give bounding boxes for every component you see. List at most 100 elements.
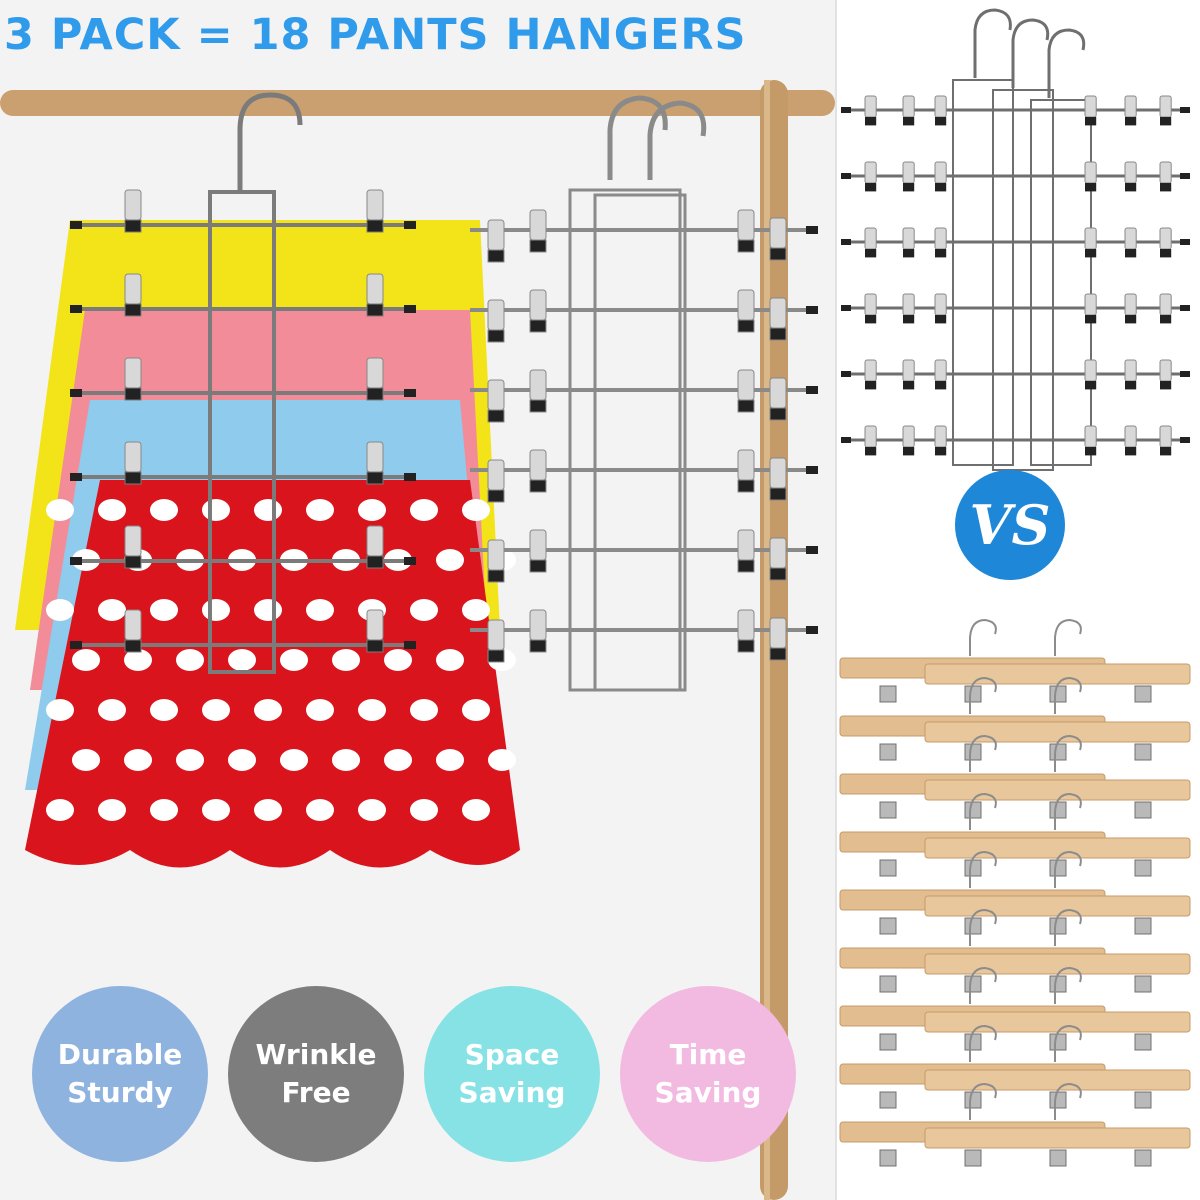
clip-icon bbox=[1124, 359, 1137, 390]
feature-label: Saving bbox=[458, 1076, 566, 1109]
clip-icon bbox=[487, 299, 505, 343]
clip-icon bbox=[1159, 95, 1172, 126]
clip-icon bbox=[366, 609, 384, 653]
product-scene bbox=[0, 70, 835, 1200]
clip-icon bbox=[737, 609, 755, 653]
clip-icon bbox=[902, 425, 915, 456]
clip-icon bbox=[366, 525, 384, 569]
wooden-clip-hanger-icon bbox=[839, 1082, 1191, 1167]
clip-icon bbox=[769, 377, 787, 421]
clip-icon bbox=[934, 95, 947, 126]
clip-icon bbox=[124, 357, 142, 401]
clip-icon bbox=[934, 359, 947, 390]
wooden-hanger-stack bbox=[839, 618, 1191, 1167]
metal-tier-hanger-icon bbox=[70, 92, 416, 674]
clip-icon bbox=[487, 619, 505, 663]
clip-icon bbox=[487, 539, 505, 583]
clip-icon bbox=[487, 379, 505, 423]
feature-badge-space: Space Saving bbox=[424, 986, 600, 1162]
clip-icon bbox=[124, 525, 142, 569]
clip-icon bbox=[366, 189, 384, 233]
vs-badge: VS bbox=[955, 470, 1065, 580]
clip-icon bbox=[1159, 227, 1172, 258]
clip-icon bbox=[737, 449, 755, 493]
clip-icon bbox=[1124, 293, 1137, 324]
clip-icon bbox=[366, 273, 384, 317]
clip-icon bbox=[1084, 227, 1097, 258]
feature-label: Free bbox=[281, 1076, 351, 1109]
feature-label: Saving bbox=[654, 1076, 762, 1109]
clip-icon bbox=[487, 219, 505, 263]
clip-icon bbox=[124, 273, 142, 317]
clip-icon bbox=[737, 369, 755, 413]
skirt-icon bbox=[15, 220, 520, 868]
clip-icon bbox=[769, 297, 787, 341]
feature-label: Wrinkle bbox=[255, 1038, 377, 1071]
feature-label: Durable bbox=[57, 1038, 183, 1071]
clip-icon bbox=[1124, 95, 1137, 126]
feature-badge-wrinkle: Wrinkle Free bbox=[228, 986, 404, 1162]
clip-icon bbox=[1084, 293, 1097, 324]
clip-icon bbox=[1159, 293, 1172, 324]
wooden-clip-hanger-icon bbox=[839, 734, 1191, 819]
clip-icon bbox=[737, 289, 755, 333]
clip-icon bbox=[769, 537, 787, 581]
feature-badge-durable: Durable Sturdy bbox=[32, 986, 208, 1162]
clip-icon bbox=[1084, 425, 1097, 456]
divider bbox=[835, 0, 837, 1200]
wooden-clip-hanger-icon bbox=[839, 850, 1191, 935]
metal-hanger-stack bbox=[841, 8, 1190, 471]
comparison-panel bbox=[835, 0, 1200, 1200]
feature-label: Sturdy bbox=[67, 1076, 173, 1109]
clip-icon bbox=[1124, 161, 1137, 192]
clip-icon bbox=[366, 441, 384, 485]
clip-icon bbox=[124, 189, 142, 233]
clothing-rack-illustration bbox=[0, 80, 835, 1200]
clip-icon bbox=[529, 209, 547, 253]
clip-icon bbox=[1084, 359, 1097, 390]
feature-label: Space bbox=[464, 1038, 560, 1071]
clip-icon bbox=[1084, 95, 1097, 126]
clip-icon bbox=[864, 227, 877, 258]
bamboo-rail bbox=[0, 90, 835, 116]
clip-icon bbox=[902, 227, 915, 258]
clip-icon bbox=[864, 425, 877, 456]
clip-icon bbox=[529, 449, 547, 493]
clip-icon bbox=[1159, 359, 1172, 390]
clip-icon bbox=[864, 95, 877, 126]
clip-icon bbox=[1124, 425, 1137, 456]
clip-icon bbox=[934, 425, 947, 456]
clip-icon bbox=[1084, 161, 1097, 192]
clip-icon bbox=[864, 161, 877, 192]
clip-icon bbox=[934, 293, 947, 324]
clip-icon bbox=[902, 95, 915, 126]
clip-icon bbox=[864, 359, 877, 390]
clip-icon bbox=[529, 369, 547, 413]
clip-icon bbox=[769, 617, 787, 661]
clip-icon bbox=[1124, 227, 1137, 258]
clip-icon bbox=[737, 529, 755, 573]
clip-icon bbox=[487, 459, 505, 503]
clip-icon bbox=[124, 441, 142, 485]
clip-icon bbox=[769, 217, 787, 261]
clip-icon bbox=[124, 609, 142, 653]
clip-icon bbox=[366, 357, 384, 401]
clip-icon bbox=[1159, 161, 1172, 192]
clip-icon bbox=[934, 227, 947, 258]
wooden-clip-hanger-icon bbox=[839, 618, 1191, 703]
clip-icon bbox=[934, 161, 947, 192]
clip-icon bbox=[902, 293, 915, 324]
feature-label: Time bbox=[669, 1038, 747, 1071]
clip-icon bbox=[902, 161, 915, 192]
clip-icon bbox=[737, 209, 755, 253]
clip-icon bbox=[769, 457, 787, 501]
headline: 3 PACK = 18 PANTS HANGERS bbox=[4, 10, 747, 60]
clip-icon bbox=[902, 359, 915, 390]
clip-icon bbox=[864, 293, 877, 324]
clip-icon bbox=[1159, 425, 1172, 456]
feature-badge-time: Time Saving bbox=[620, 986, 796, 1162]
metal-tier-hanger-icon-group bbox=[470, 95, 818, 692]
clip-icon bbox=[529, 289, 547, 333]
clip-icon bbox=[529, 529, 547, 573]
clip-icon bbox=[529, 609, 547, 653]
